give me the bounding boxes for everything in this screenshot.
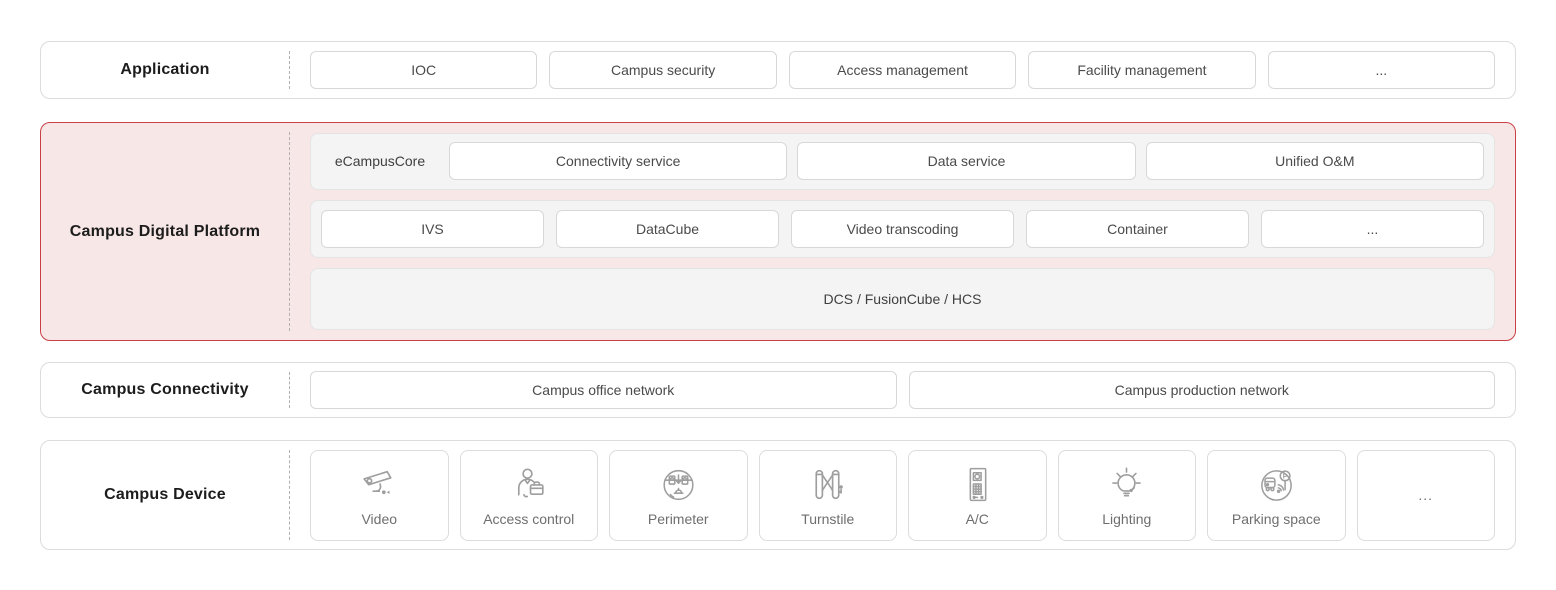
connectivity-boxes: Campus office network Campus production … [290,363,1515,417]
device-card-lighting: Lighting [1057,449,1196,541]
dashed-divider [289,450,290,540]
infrastructure-panel: DCS / FusionCube / HCS [310,268,1495,331]
box-campus-production-network: Campus production network [908,371,1495,409]
dashed-divider [289,132,290,331]
box-container: Container [1026,210,1249,249]
device-layer-band: Campus Device Video Access control Perim… [40,440,1516,550]
device-layer-label: Campus Device [104,486,226,503]
device-label: Perimeter [647,511,709,527]
connectivity-layer-band: Campus Connectivity Campus office networ… [40,362,1516,418]
device-card-ac: A/C [908,449,1047,541]
middleware-panel: IVS DataCube Video transcoding Container… [310,199,1495,259]
device-label: Video [361,511,398,527]
device-card-more: ... [1356,449,1495,541]
device-card-parking-space: Parking space [1207,449,1346,541]
ecampuscore-label: eCampusCore [334,153,426,170]
box-unified-om: Unified O&M [1145,142,1484,181]
video-camera-icon [357,463,402,508]
box-connectivity-service: Connectivity service [449,142,788,181]
application-layer-label: Application [120,61,210,78]
box-data-service: Data service [797,142,1136,181]
device-label: Parking space [1231,511,1321,527]
box-datacube: DataCube [556,210,779,249]
device-card-access-control: Access control [459,449,598,541]
device-label: Lighting [1102,511,1152,527]
dashed-divider [289,51,290,89]
application-layer-band: Application IOC Campus security Access m… [40,41,1516,99]
platform-layer-band: Campus Digital Platform eCampusCore Conn… [40,122,1516,341]
device-label: ... [1418,487,1434,503]
infrastructure-label: DCS / FusionCube / HCS [823,291,982,308]
device-cards: Video Access control Perimeter Turnstile… [290,441,1515,549]
box-access-management: Access management [788,51,1017,89]
box-video-transcoding: Video transcoding [791,210,1014,249]
device-label: A/C [965,511,989,527]
light-bulb-icon [1104,463,1149,508]
box-middleware-more: ... [1261,210,1484,249]
connectivity-layer-label: Campus Connectivity [81,381,249,398]
parking-icon [1254,463,1299,508]
platform-rows: eCampusCore Connectivity service Data se… [290,123,1515,340]
perimeter-icon [656,463,701,508]
box-ivs: IVS [321,210,544,249]
ecampuscore-panel: eCampusCore Connectivity service Data se… [310,133,1495,190]
device-card-video: Video [310,449,449,541]
ac-panel-icon [955,463,1000,508]
box-campus-office-network: Campus office network [310,371,897,409]
box-ioc: IOC [310,51,538,89]
device-card-turnstile: Turnstile [758,449,897,541]
device-label: Access control [483,511,575,527]
box-application-more: ... [1267,51,1496,89]
access-control-icon [506,463,551,508]
application-boxes: IOC Campus security Access management Fa… [290,42,1515,98]
device-label: Turnstile [801,511,855,527]
dashed-divider [289,372,290,408]
box-facility-management: Facility management [1028,51,1256,89]
box-campus-security: Campus security [549,51,777,89]
platform-layer-label: Campus Digital Platform [69,222,261,240]
turnstile-icon [805,463,850,508]
device-card-perimeter: Perimeter [609,449,748,541]
